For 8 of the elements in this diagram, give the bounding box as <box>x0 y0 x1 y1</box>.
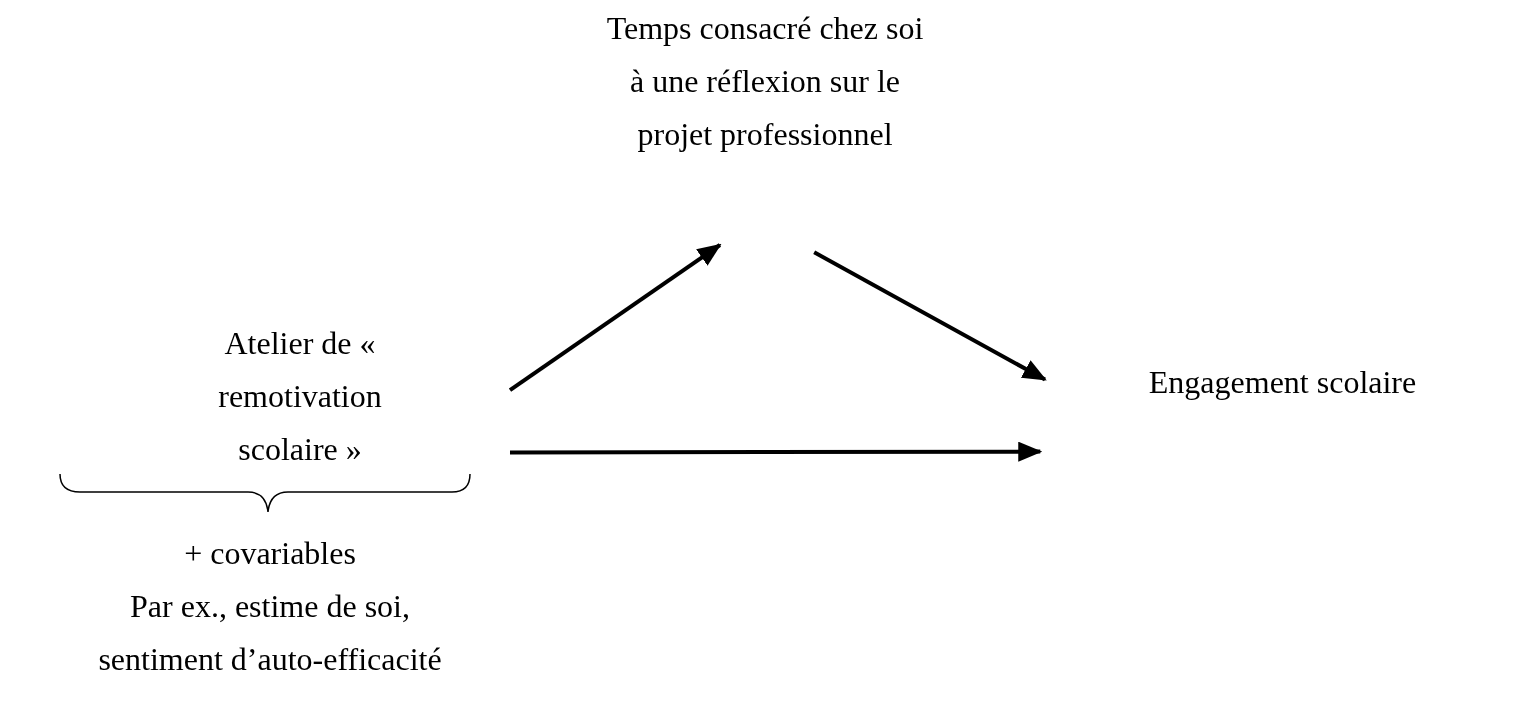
note-text: Par ex., estime de soi, sentiment d’auto-efficacité <box>97 587 443 679</box>
node-label: Atelier de « remotivation scolaire » <box>217 324 383 469</box>
arrow <box>813 250 1047 382</box>
arrow <box>508 243 722 392</box>
arrow <box>510 441 1043 462</box>
node-label: Temps consacré chez soi à une réflexion sur le projet professionnel <box>605 9 925 154</box>
node-label: Engagement scolaire <box>1147 363 1418 402</box>
note-text: + covariables <box>183 534 357 573</box>
